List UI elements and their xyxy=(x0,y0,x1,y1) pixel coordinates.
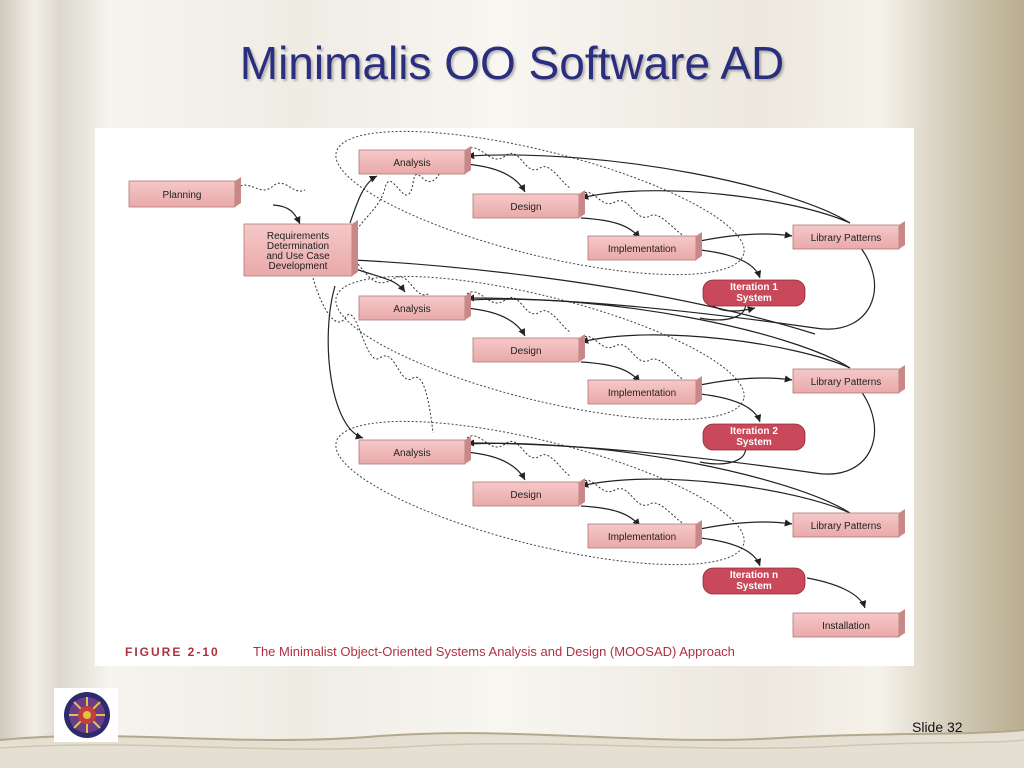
requirements-label-3: and Use Case xyxy=(266,251,330,262)
logo-emblem-icon xyxy=(64,692,110,738)
iteration-1-label-2: System xyxy=(736,293,772,304)
library-patterns-label-n: Library Patterns xyxy=(811,521,882,532)
figure-caption: The Minimalist Object-Oriented Systems A… xyxy=(253,644,735,659)
installation-label: Installation xyxy=(822,621,870,632)
analysis-box-2: Analysis xyxy=(358,292,471,321)
implementation-label-n: Implementation xyxy=(608,532,676,543)
iteration-n-group-outline xyxy=(335,420,745,566)
design-label-2: Design xyxy=(510,346,541,357)
implementation-label-2: Implementation xyxy=(608,388,676,399)
slide-number: Slide 32 xyxy=(912,719,963,735)
analysis-box-1: Analysis xyxy=(358,146,471,175)
library-patterns-box-1: Library Patterns xyxy=(792,221,905,250)
implementation-label-1: Implementation xyxy=(608,244,676,255)
institution-logo xyxy=(54,688,118,742)
flow-arrows xyxy=(272,152,876,609)
iteration-1-label-1: Iteration 1 xyxy=(730,282,778,293)
library-patterns-box-2: Library Patterns xyxy=(792,365,905,394)
library-patterns-label-1: Library Patterns xyxy=(811,233,882,244)
design-box-n: Design xyxy=(472,478,585,507)
design-label-n: Design xyxy=(510,490,541,501)
requirements-label-2: Determination xyxy=(267,241,329,252)
iteration-2-label-2: System xyxy=(736,437,772,448)
requirements-label-1: Requirements xyxy=(267,231,329,242)
iteration-1-group-outline xyxy=(335,130,745,276)
requirements-box: Requirements Determination and Use Case … xyxy=(243,220,358,277)
implementation-box-1: Implementation xyxy=(587,232,702,261)
implementation-box-n: Implementation xyxy=(587,520,702,549)
iteration-n-label-2: System xyxy=(736,581,772,592)
decorative-wave-footer xyxy=(0,729,1024,768)
planning-box: Planning xyxy=(128,177,241,208)
iteration-2-group-outline xyxy=(335,275,745,421)
library-patterns-label-2: Library Patterns xyxy=(811,377,882,388)
design-box-2: Design xyxy=(472,334,585,363)
planning-label: Planning xyxy=(163,190,202,201)
feedback-lines xyxy=(236,147,688,527)
implementation-box-2: Implementation xyxy=(587,376,702,405)
design-label-1: Design xyxy=(510,202,541,213)
iteration-2-system: Iteration 2 System xyxy=(702,423,806,451)
design-box-1: Design xyxy=(472,190,585,219)
diagram-canvas: Planning Requirements Determination and … xyxy=(125,130,905,659)
slide-title: Minimalis OO Software AD xyxy=(239,37,785,89)
figure-label: FIGURE 2-10 xyxy=(125,645,220,659)
analysis-label-1: Analysis xyxy=(393,158,430,169)
iteration-n-system: Iteration n System xyxy=(702,567,806,595)
analysis-label-n: Analysis xyxy=(393,448,430,459)
moosad-diagram: Planning Requirements Determination and … xyxy=(95,128,914,666)
analysis-box-n: Analysis xyxy=(358,436,471,465)
iteration-2-label-1: Iteration 2 xyxy=(730,426,778,437)
iteration-n-label-1: Iteration n xyxy=(730,570,778,581)
library-patterns-box-n: Library Patterns xyxy=(792,509,905,538)
installation-box: Installation xyxy=(792,609,905,638)
requirements-label-4: Development xyxy=(269,261,328,272)
analysis-label-2: Analysis xyxy=(393,304,430,315)
iteration-1-system: Iteration 1 System xyxy=(702,279,806,307)
